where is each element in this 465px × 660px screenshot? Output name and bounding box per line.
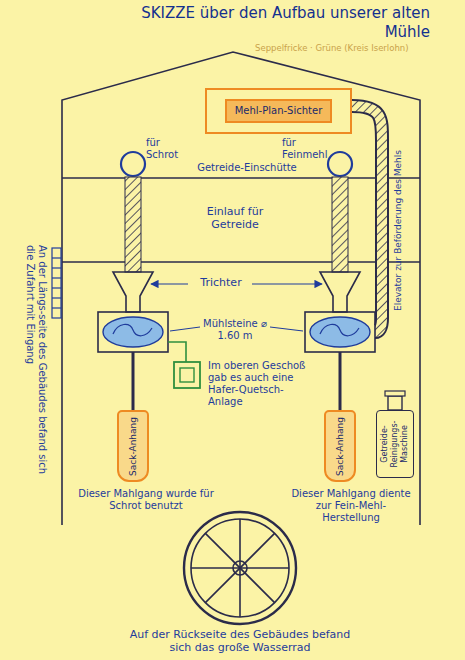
intake-label: für Schrot	[146, 137, 190, 161]
elevator-tube	[352, 106, 382, 332]
machine-neck	[388, 396, 402, 410]
millstone-label: Mühlsteine ⌀ 1.60 m	[195, 318, 275, 342]
sifter-box: Mehl-Plan-Sichter	[205, 88, 352, 134]
node-text: Mehl-Plan-Sichter	[225, 99, 333, 123]
intake-opening	[328, 152, 352, 176]
hopper-label: Trichter	[190, 276, 252, 289]
hopper	[320, 272, 360, 312]
millstone-swirl	[320, 324, 359, 335]
millstone	[103, 317, 163, 347]
sack-bag: Sack-Anhang	[117, 410, 149, 482]
rung	[52, 307, 61, 308]
rung	[52, 297, 61, 298]
elevator-label: Elevator zur Beförderung des Mehls	[393, 135, 404, 325]
water-wheel	[184, 512, 296, 624]
cleaning-machine: Getreide-Reinigungs-Maschine	[376, 410, 414, 478]
millstone-housing	[98, 312, 168, 352]
entrance-frame	[52, 248, 61, 318]
oat-crusher-inner	[180, 368, 194, 382]
node-text: Getreide-Reinigungs-Maschine	[380, 413, 410, 475]
grain-chute	[332, 177, 348, 272]
sack-bag: Sack-Anhang	[324, 410, 356, 482]
wheel-spoke	[205, 533, 274, 602]
grain-chute	[125, 177, 141, 272]
millstone-housing	[305, 312, 375, 352]
wheel-rim	[184, 512, 296, 624]
chute-label: Einlauf für Getreide	[185, 205, 285, 231]
pointer-arrow	[252, 283, 322, 284]
rung	[52, 267, 61, 268]
node-text: Sack-Anhang	[127, 417, 138, 476]
wheel-spoke	[205, 533, 274, 602]
sketch-title: SKIZZE über den Aufbau unserer alten Müh…	[118, 4, 430, 42]
oat-crusher-note: Im oberen Geschoß gab es auch eine Hafer…	[208, 360, 308, 408]
elevator-tube	[352, 106, 382, 332]
intake-label: Getreide-Einschütte	[186, 162, 308, 174]
millstone-swirl	[113, 324, 152, 335]
rung	[52, 287, 61, 288]
wheel-rim	[191, 519, 289, 617]
intake-opening	[121, 152, 145, 176]
shaft	[132, 352, 135, 410]
leader-line	[270, 327, 303, 331]
shaft	[339, 352, 342, 410]
millstone	[310, 317, 370, 347]
millrun-note: Dieser Mahlgang diente zur Fein-Mehl-Her…	[288, 488, 414, 524]
node-text: Sack-Anhang	[334, 417, 345, 476]
machine-cap	[385, 391, 405, 396]
entrance-symbol	[52, 248, 61, 318]
building-outline	[62, 52, 420, 525]
wheel-note: Auf der Rückseite des Gebäudes befand si…	[118, 628, 362, 654]
hopper	[113, 272, 153, 312]
crusher-link	[168, 342, 186, 362]
floor-line	[62, 261, 420, 262]
leader-line	[170, 327, 200, 331]
rung	[52, 277, 61, 278]
side-note: An der Längs-seite des Gebäudes befand s…	[24, 245, 48, 475]
letterhead-watermark: Seppelfricke · Grüne (Kreis Iserlohn)	[255, 43, 460, 53]
rung	[52, 257, 61, 258]
floor-line	[62, 177, 420, 178]
oat-crusher	[174, 362, 200, 388]
pointer-arrow	[151, 283, 188, 284]
millrun-note: Dieser Mahlgang wurde für Schrot benutzt	[76, 488, 216, 512]
intake-label: für Feinmehl	[282, 137, 336, 161]
